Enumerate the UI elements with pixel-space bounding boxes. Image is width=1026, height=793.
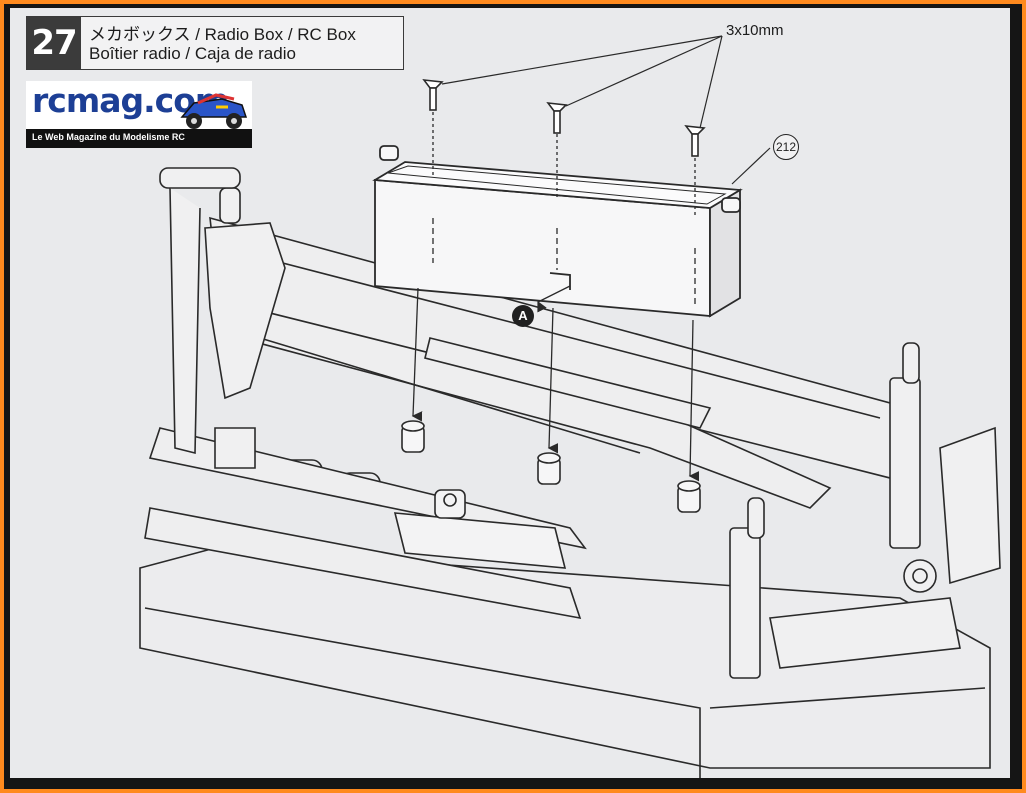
screws [422,79,706,157]
left-tower [159,167,286,469]
assembly-drawing [139,35,1001,778]
watermark-logo: rcmag.com Le Web Magazine du Modelisme R… [26,81,252,148]
servo [393,489,567,569]
screw-size-label: 3x10mm [726,22,784,39]
step-number: 27 [27,17,81,69]
logo-tagline: Le Web Magazine du Modelisme RC [32,132,185,142]
step-header: 27 メカボックス / Radio Box / RC Box Boîtier r… [26,16,404,70]
part-number-badge: 212 [773,134,799,160]
mounting-posts [401,420,701,513]
right-posts [729,342,1001,679]
manual-page: 27 メカボックス / Radio Box / RC Box Boîtier r… [10,8,1010,778]
insertion-arrows [411,112,700,482]
rc-car-icon [180,93,248,129]
step-title: メカボックス / Radio Box / RC Box [89,25,356,44]
detail-callout-a: A [512,305,534,327]
step-subtitle: Boîtier radio / Caja de radio [89,44,296,63]
logo-strip [26,129,252,148]
screw-leader-lines [441,35,771,185]
